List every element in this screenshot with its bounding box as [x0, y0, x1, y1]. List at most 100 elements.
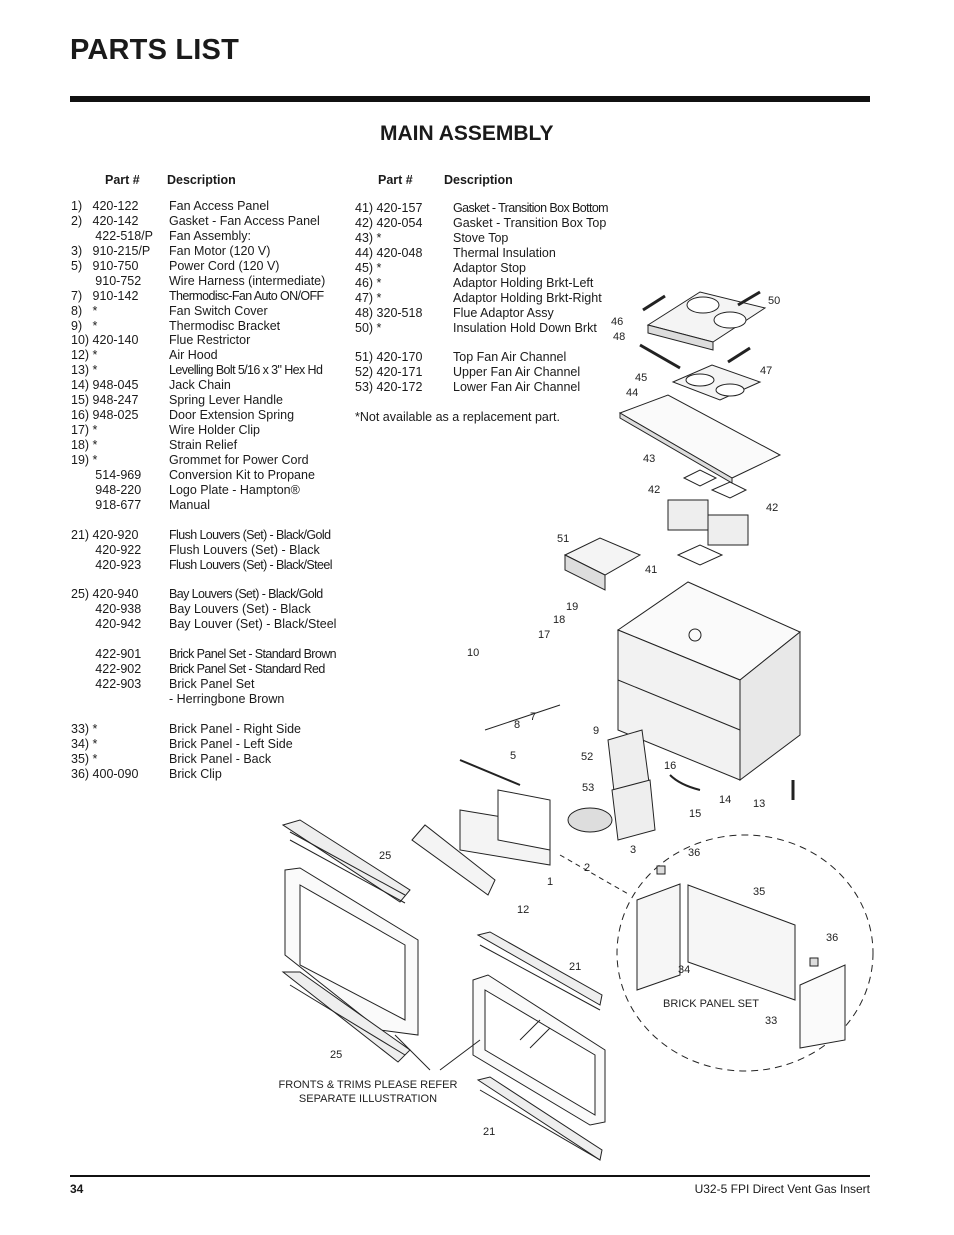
- part-description: Flush Louvers (Set) - Black/Gold: [169, 527, 331, 542]
- bay-louvers-top: [281, 819, 411, 904]
- part-number: 46) *: [355, 275, 382, 290]
- fronts-note-line2: SEPARATE ILLUSTRATION: [299, 1093, 437, 1105]
- part-number: 51) 420-170: [355, 350, 423, 365]
- parts-row: 13) * Levelling Bolt 5/16 x 3" Hex Hd: [71, 363, 351, 378]
- page-title: PARTS LIST: [70, 34, 240, 66]
- part-description: Brick Panel Set - Standard Red: [169, 662, 325, 677]
- adaptor-stop: [671, 364, 762, 401]
- part-number: 17) *: [71, 423, 98, 438]
- part-description: Levelling Bolt 5/16 x 3" Hex Hd: [169, 363, 323, 378]
- part-description: Thermodisc Bracket: [169, 318, 281, 333]
- part-description: Logo Plate - Hampton®: [169, 482, 300, 497]
- parts-row: 53) 420-172 Lower Fan Air Channel: [355, 380, 615, 395]
- part-description: Flush Louvers (Set) - Black: [169, 542, 320, 557]
- callout-2: 2: [584, 862, 590, 874]
- callout-16: 16: [664, 760, 676, 772]
- part-number: 10) 420-140: [71, 333, 139, 348]
- bottom-rule: [70, 1175, 870, 1177]
- part-description: Wire Harness (intermediate): [169, 273, 326, 288]
- part-number: 18) *: [71, 438, 98, 452]
- callout-36-right: 36: [826, 932, 838, 944]
- callout-14: 14: [719, 794, 731, 806]
- part-number: 45) *: [355, 260, 382, 275]
- callout-15: 15: [689, 808, 701, 820]
- part-description: Adaptor Holding Brkt-Right: [453, 290, 602, 305]
- parts-row: 910-752 Wire Harness (intermediate): [71, 274, 351, 289]
- part-description: Brick Clip: [169, 766, 222, 781]
- part-description: Fan Motor (120 V): [169, 243, 271, 258]
- part-number: 13) *: [71, 363, 98, 378]
- callout-21-bottom: 21: [483, 1126, 495, 1138]
- right-desc-header: Description: [444, 173, 513, 187]
- callout-17: 17: [538, 629, 550, 641]
- part-description: Brick Panel - Left Side: [169, 736, 293, 751]
- part-description: Bay Louver (Set) - Black/Steel: [169, 617, 337, 632]
- brick-panel-set-caption: BRICK PANEL SET: [663, 998, 759, 1010]
- callout-9: 9: [593, 725, 599, 737]
- air-hood: [411, 824, 496, 896]
- part-description: Wire Holder Clip: [169, 423, 260, 438]
- part-description: Bay Louvers (Set) - Black: [169, 602, 311, 617]
- brick-panel-callout: [394, 834, 874, 1072]
- callout-10: 10: [467, 647, 479, 659]
- part-number: 25) 420-940: [71, 587, 139, 602]
- part-number: 420-942: [71, 617, 142, 632]
- parts-row: - Herringbone Brown: [71, 692, 351, 707]
- parts-row: 35) *Brick Panel - Back: [71, 752, 351, 767]
- parts-row: 43) *Stove Top: [355, 231, 615, 246]
- parts-row: 7) 910-142 Thermodisc-Fan Auto ON/OFF: [71, 289, 351, 304]
- part-number: 53) 420-172: [355, 380, 423, 395]
- parts-row: 17) * Wire Holder Clip: [71, 423, 351, 438]
- part-description: - Herringbone Brown: [169, 691, 285, 706]
- document-name: U32-5 FPI Direct Vent Gas Insert: [694, 1182, 870, 1196]
- part-description: Gasket - Transition Box Top: [453, 215, 607, 230]
- part-description: Lower Fan Air Channel: [453, 380, 581, 395]
- callout-25-top: 25: [379, 850, 391, 862]
- top-fan-air-channel: [563, 537, 642, 591]
- callout-46: 46: [611, 316, 623, 328]
- fan-and-panels: [459, 704, 795, 866]
- callout-45: 45: [635, 372, 647, 384]
- part-description: Insulation Hold Down Brkt: [453, 320, 597, 335]
- parts-row: 45) *Adaptor Stop: [355, 261, 615, 276]
- callout-13: 13: [753, 798, 765, 810]
- fronts-note-line1: FRONTS & TRIMS PLEASE REFER: [279, 1079, 458, 1091]
- parts-row: 33) *Brick Panel - Right Side: [71, 722, 351, 737]
- part-description: Flue Restrictor: [169, 333, 251, 348]
- parts-row: 10) 420-140 Flue Restrictor: [71, 333, 351, 348]
- part-number: 9) *: [71, 318, 98, 333]
- front-frame: [284, 867, 419, 1036]
- footnote: *Not available as a replacement part.: [355, 410, 560, 424]
- part-description: Spring Lever Handle: [169, 393, 283, 408]
- callout-50: 50: [768, 295, 780, 307]
- callout-34: 34: [678, 964, 690, 976]
- left-desc-header: Description: [167, 173, 236, 187]
- parts-row: 18) *Strain Relief: [71, 438, 351, 453]
- part-number: 12) *: [71, 348, 98, 363]
- callout-19: 19: [566, 601, 578, 613]
- part-description: Fan Assembly:: [169, 228, 251, 243]
- part-number: 7) 910-142: [71, 288, 139, 303]
- part-number: 918-677: [71, 497, 142, 512]
- part-number: 33) *: [71, 721, 98, 736]
- callout-48: 48: [613, 331, 625, 343]
- part-number: 16) 948-025: [71, 408, 139, 423]
- parts-row: 47) *Adaptor Holding Brkt-Right: [355, 291, 615, 306]
- part-description: Thermodisc-Fan Auto ON/OFF: [169, 288, 324, 303]
- callout-47: 47: [760, 365, 772, 377]
- part-number: 910-752: [71, 273, 142, 288]
- part-number: 422-903: [71, 677, 142, 691]
- left-part-header: Part #: [105, 173, 140, 187]
- part-number: 1) 420-122: [71, 199, 139, 213]
- callout-36-top: 36: [688, 847, 700, 859]
